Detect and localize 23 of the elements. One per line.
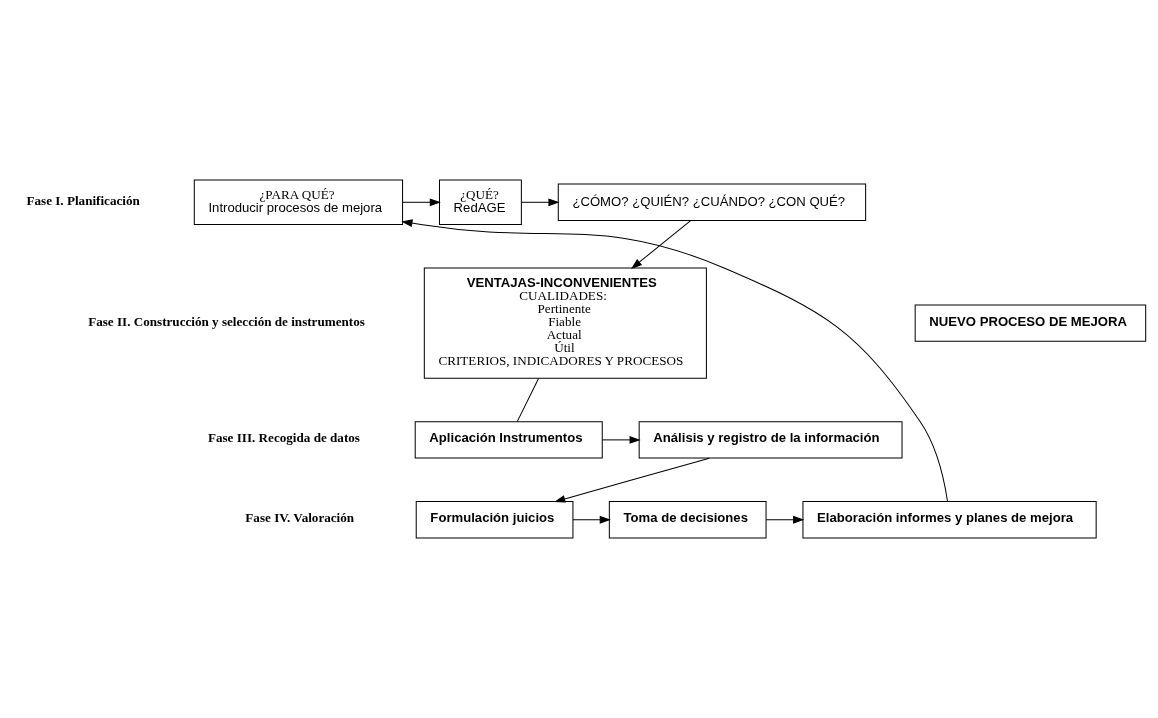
arrow	[572, 515, 611, 524]
node-box: Formulación juicios	[415, 501, 574, 539]
node-box: Elaboración informes y planes de mejora	[802, 501, 1097, 539]
node-box: Aplicación Instrumentos	[414, 421, 603, 459]
node-box: NUEVO PROCESO DE MEJORA	[914, 304, 1147, 342]
arrow	[521, 198, 560, 207]
node-box: Toma de decisiones	[608, 501, 767, 539]
label: Fase II. Construcción y selección de instrumentos	[88, 313, 365, 329]
node-box: Análisis y registro de la información	[638, 421, 903, 459]
label: Fase I. Planificación	[26, 192, 140, 208]
label: Fase IV. Valoración	[245, 510, 355, 526]
node-box: VENTAJAS-INCONVENIENTES CUALIDADES: Pertinente Fiable Actual Útil CRITERIOS, INDICADORES Y PROCESOS	[423, 267, 707, 379]
arrow	[401, 219, 948, 502]
node-box: ¿PARA QUÉ? Introducir procesos de mejora	[193, 179, 404, 226]
arrow	[402, 198, 441, 207]
label: Fase III. Recogida de datos	[207, 430, 360, 446]
node-box: ¿QUÉ? RedAGE	[438, 179, 522, 226]
arrow	[554, 457, 710, 503]
arrow	[630, 220, 692, 269]
node-box: ¿CÓMO? ¿QUIÉN? ¿CUÁNDO? ¿CON QUÉ?	[557, 183, 867, 221]
arrow	[601, 436, 641, 444]
connector	[516, 377, 540, 423]
arrow	[765, 515, 805, 524]
